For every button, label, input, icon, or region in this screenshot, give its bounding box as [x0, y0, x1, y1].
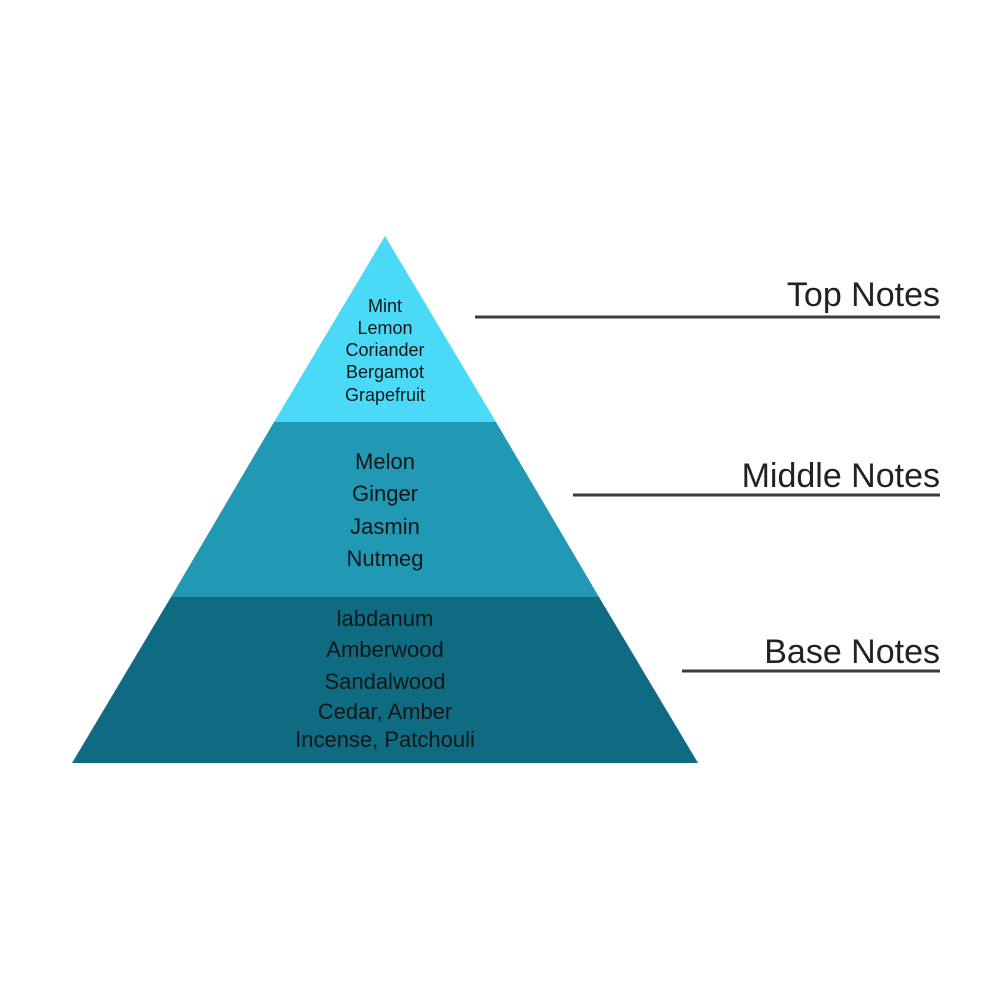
base-note-item: Cedar, Amber [318, 699, 453, 724]
base-note-item: labdanum [337, 606, 434, 631]
middle-notes-list: Melon Ginger Jasmin Nutmeg [346, 449, 423, 571]
base-notes-label: Base Notes [764, 633, 940, 671]
base-note-item: Amberwood [326, 637, 443, 662]
middle-note-item: Nutmeg [346, 546, 423, 571]
middle-note-item: Ginger [352, 481, 418, 506]
base-note-item: Sandalwood [324, 669, 445, 694]
top-note-item: Mint [368, 296, 402, 316]
middle-notes-label: Middle Notes [742, 457, 940, 495]
top-note-item: Grapefruit [345, 385, 425, 405]
top-note-item: Coriander [345, 340, 424, 360]
top-notes-label: Top Notes [787, 276, 940, 314]
middle-note-item: Jasmin [350, 514, 420, 539]
top-note-item: Bergamot [346, 362, 424, 382]
top-notes-list: Mint Lemon Coriander Bergamot Grapefruit [345, 296, 425, 405]
base-note-item: Incense, Patchouli [295, 727, 475, 752]
base-notes-list: labdanum Amberwood Sandalwood Cedar, Amb… [295, 606, 475, 752]
top-note-item: Lemon [357, 318, 412, 338]
pyramid-base-section [72, 597, 698, 763]
pyramid-top-section [274, 236, 496, 422]
middle-note-item: Melon [355, 449, 415, 474]
tier-labels: Top Notes Middle Notes Base Notes [475, 276, 940, 673]
pyramid-middle-section [171, 422, 599, 597]
